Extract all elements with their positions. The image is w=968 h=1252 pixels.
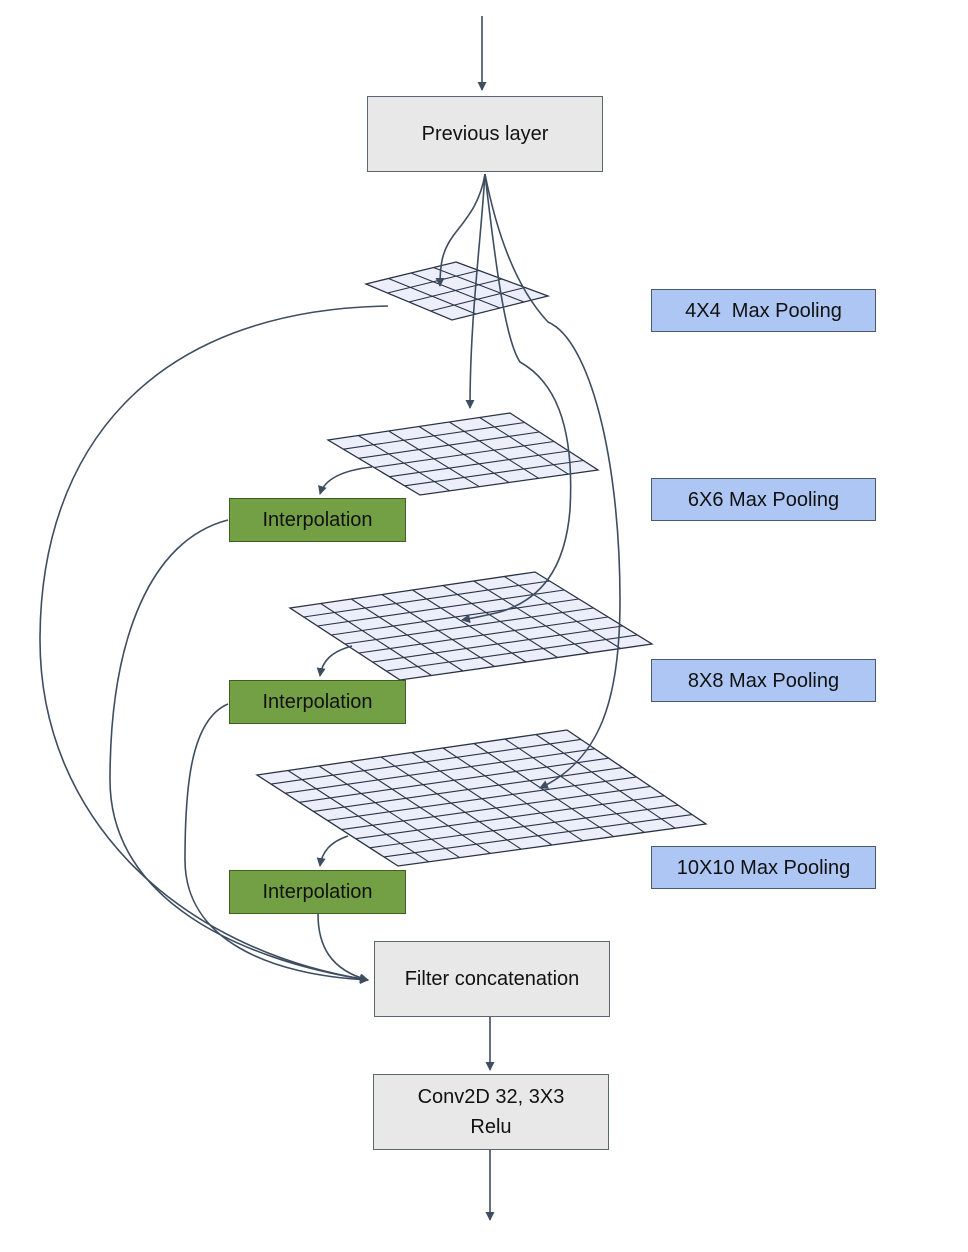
grid-10x10-gridline (349, 761, 491, 854)
pooling-10x10-text: 10X10 Max Pooling (676, 856, 851, 879)
pooling-6x6-text: 6X6 Max Pooling (687, 488, 840, 511)
grid-8x8-gridline (320, 603, 432, 676)
edge-10x10-to-interp (316, 835, 349, 867)
interpolation-10x10-text: Interpolation (262, 881, 373, 903)
previous-layer-node: Previous layer (367, 96, 603, 172)
pooling-label-10x10: 10X10 Max Pooling (651, 846, 876, 889)
conv2d-label-line2: Relu (470, 1116, 512, 1138)
grid-6x6 (326, 412, 600, 496)
grid-10x10-gridline (383, 814, 693, 858)
grid-8x8 (288, 571, 654, 681)
conv2d-node: Conv2D 32, 3X3 Relu (373, 1074, 609, 1150)
grid-8x8-gridline (350, 598, 464, 672)
interpolation-node-10x10: Interpolation (229, 870, 406, 914)
grid-8x8-gridline (412, 589, 527, 663)
grid-10x10-gridline (287, 770, 430, 863)
interpolation-6x6-text: Interpolation (262, 509, 373, 531)
grid-10x10-gridline (355, 795, 665, 840)
grid-8x8-gridline (381, 594, 495, 667)
grid-8x8-gridline (372, 625, 623, 663)
pooling-label-4x4: 4X4 Max Pooling (651, 289, 876, 332)
pooling-label-6x6: 6X6 Max Pooling (651, 478, 876, 521)
conv2d-label-line1: Conv2D 32, 3X3 (417, 1086, 565, 1108)
grid-6x6-gridline (358, 435, 450, 492)
filter-concatenation-label: Filter concatenation (404, 968, 580, 990)
edge-interp8-to-concat (184, 703, 369, 985)
pooling-label-8x8: 8X8 Max Pooling (651, 659, 876, 702)
grid-8x8-gridline (358, 616, 609, 654)
grid-8x8-gridline (386, 634, 638, 672)
edge-prev-to-8x8 (461, 173, 572, 623)
grid-10x10-gridline (411, 752, 553, 846)
grid-10x10 (255, 729, 708, 867)
grid-4x4-gridline (430, 286, 526, 312)
grid-10x10-gridline (341, 785, 651, 831)
grid-10x10-gridline (318, 765, 460, 859)
grid-10x10-gridline (369, 804, 679, 849)
grid-4x4-gridline (410, 272, 501, 309)
edge-interp10-to-concat (317, 913, 369, 983)
grid-4x4 (363, 261, 551, 321)
interpolation-8x8-text: Interpolation (262, 691, 373, 713)
edge-8x8-to-interp (316, 645, 353, 677)
edge-prev-to-10x10 (484, 173, 621, 789)
interpolation-node-6x6: Interpolation (229, 498, 406, 542)
grid-4x4-gridline (388, 277, 477, 315)
edge-6x6-to-interp (318, 466, 373, 495)
edge-interp6-to-concat (109, 519, 369, 984)
interpolation-node-8x8: Interpolation (229, 680, 406, 724)
edge-prev-to-6x6 (465, 173, 486, 409)
edge-prev-to-4x4 (435, 173, 486, 287)
filter-concatenation-node: Filter concatenation (374, 941, 610, 1017)
edge-4x4-to-concat (39, 305, 389, 984)
previous-layer-label: Previous layer (421, 123, 549, 145)
grid-10x10-gridline (380, 756, 522, 850)
pooling-8x8-text: 8X8 Max Pooling (687, 669, 840, 692)
pooling-4x4-text: 4X4 Max Pooling (685, 299, 842, 322)
